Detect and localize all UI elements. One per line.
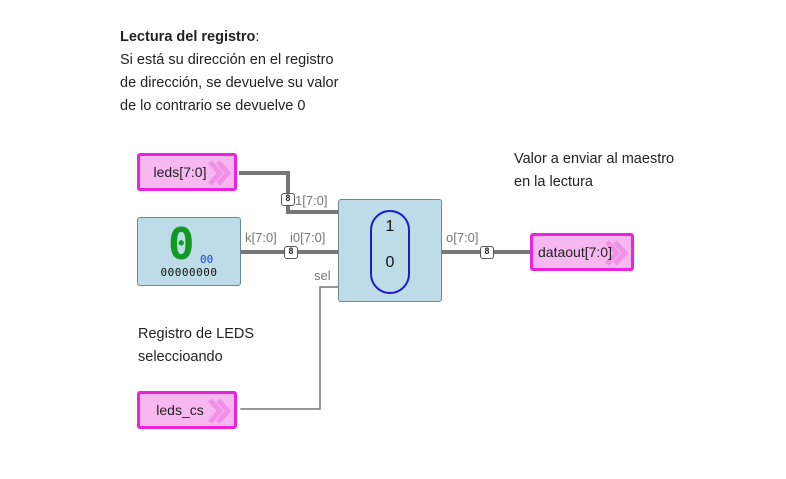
note-title-colon: :: [255, 29, 260, 45]
bus-wire-leds: [239, 171, 340, 214]
note-line: seleccioando: [138, 349, 223, 365]
port-label-sel: sel: [314, 268, 331, 283]
input-pin-leds-cs[interactable]: leds_cs: [137, 391, 237, 429]
output-pin-dataout[interactable]: dataout[7:0]: [530, 233, 634, 271]
pin-label: dataout[7:0]: [538, 244, 612, 260]
note-title: Lectura del registro: [120, 29, 256, 45]
chevron-right-icon: [208, 398, 232, 424]
pin-label: leds[7:0]: [153, 164, 207, 180]
read-register-note: Lectura del registro: Si está su direcci…: [120, 26, 338, 118]
note-line: Si está su dirección en el registro: [120, 52, 334, 68]
input-pin-leds[interactable]: leds[7:0]: [137, 153, 237, 191]
chevron-right-icon: [605, 240, 629, 266]
note-line: en la lectura: [514, 174, 593, 190]
port-label-k: k[7:0]: [245, 230, 277, 245]
wire-select: [240, 286, 339, 410]
note-line: de lo contrario se devuelve 0: [120, 98, 306, 114]
bus-width-badge: 8: [284, 246, 298, 259]
mux-input-1-label: 1: [385, 218, 395, 235]
constant-hex: 00: [200, 253, 214, 266]
mux-symbol: [370, 210, 410, 294]
port-label-i0: i0[7:0]: [290, 230, 326, 245]
port-label-o: o[7:0]: [446, 230, 479, 245]
mux-input-0-label: 0: [385, 254, 395, 271]
note-line: de dirección, se devuelve su valor: [120, 75, 339, 91]
constant-value: 0: [168, 219, 195, 270]
constant-binary: 00000000: [160, 266, 218, 279]
chevron-right-icon: [208, 160, 232, 186]
bus-width-badge: 8: [281, 193, 295, 206]
note-title-line: Lectura del registro:: [120, 26, 338, 49]
leds-register-note: Registro de LEDS seleccioando: [138, 323, 254, 369]
constant-block[interactable]: 0 00 00000000: [137, 217, 241, 286]
bus-width-badge: 8: [480, 246, 494, 259]
pin-label: leds_cs: [156, 402, 204, 418]
master-value-note: Valor a enviar al maestro en la lectura: [514, 148, 674, 194]
multiplexer-block[interactable]: 1 0: [338, 199, 442, 302]
port-label-i1: 1[7:0]: [295, 193, 328, 208]
note-line: Valor a enviar al maestro: [514, 151, 675, 167]
note-line: Registro de LEDS: [138, 326, 255, 342]
